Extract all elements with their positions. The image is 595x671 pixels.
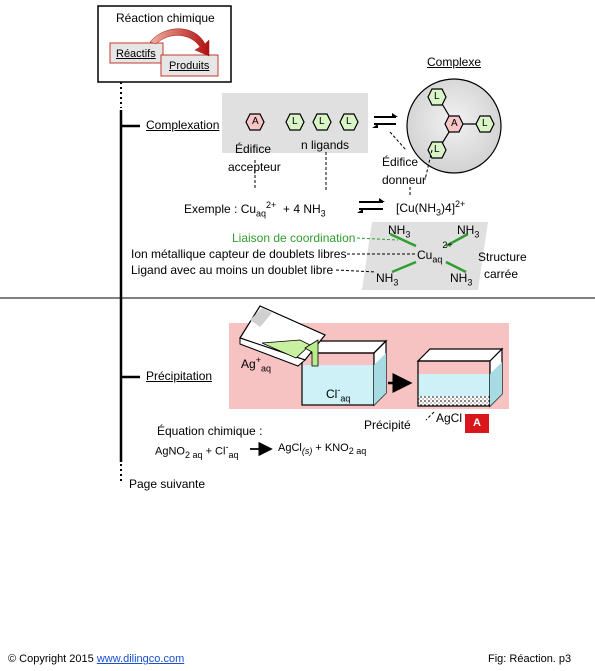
nh3-top-left: NH3 xyxy=(388,223,411,240)
ligand-letter: L xyxy=(434,144,440,155)
produits-link[interactable]: Produits xyxy=(169,60,210,72)
ligand-letter: L xyxy=(482,118,488,129)
equation-title: Équation chimique : xyxy=(157,424,263,438)
edifice-accepteur-line2: accepteur xyxy=(228,160,281,174)
header-title: Réaction chimique xyxy=(116,11,215,25)
beaker-icon xyxy=(416,347,504,408)
ion-metallique-label: Ion métallique capteur de doublets libre… xyxy=(131,247,347,261)
edifice-accepteur-line1: Édifice xyxy=(235,142,272,156)
structure-line1: Structure xyxy=(478,250,527,264)
ligand-letter: L xyxy=(319,116,325,127)
copyright-text: © Copyright 2015 www.dilingco.com xyxy=(8,653,185,665)
ligand-letter: L xyxy=(292,116,298,127)
agcl-label: AgCl xyxy=(436,411,463,425)
annotation-badge[interactable]: A xyxy=(465,414,489,433)
ligand-doublet-label: Ligand avec au moins un doublet libre xyxy=(131,263,334,277)
cu-center: Cuaq2+ xyxy=(417,240,453,265)
structure-line2: carrée xyxy=(484,267,519,281)
ligand-letter: L xyxy=(434,91,440,102)
complexation-label[interactable]: Complexation xyxy=(146,118,220,132)
example-equation: Exemple : Cuaq2+ + 4 NH3 xyxy=(184,200,326,219)
pouring-beaker-icon xyxy=(239,305,326,367)
ligand-hexagon-icon xyxy=(312,113,332,131)
example-product: [Cu(NH3)4]2+ xyxy=(396,199,466,218)
page-suivante-link[interactable]: Page suivante xyxy=(129,477,206,491)
ag-ion-label: Ag+aq xyxy=(241,355,271,374)
equation-reactants: AgNO2 aq + Cl-aq xyxy=(155,442,239,460)
figure-caption: Fig: Réaction. p3 xyxy=(488,653,572,665)
precipitation-label[interactable]: Précipitation xyxy=(146,369,213,383)
beaker-icon xyxy=(300,339,388,407)
nh3-top-right: NH3 xyxy=(457,223,480,240)
equilibrium-arrows-icon xyxy=(372,113,398,128)
ligand-hexagon-icon xyxy=(339,113,359,131)
reactifs-link[interactable]: Réactifs xyxy=(116,48,156,60)
ligand-hexagon-icon xyxy=(285,113,305,131)
acceptor-letter: A xyxy=(451,118,458,129)
edifice-donneur-line1: Édifice xyxy=(382,155,419,169)
equation-products: AgCl(s) + KNO2 aq xyxy=(278,442,367,457)
ligand-hexagon-icon xyxy=(427,88,447,106)
cl-ion-label: Cl-aq xyxy=(326,385,351,404)
nh3-bottom-left: NH3 xyxy=(376,271,399,288)
acceptor-letter: A xyxy=(252,116,259,127)
liaison-label: Liaison de coordination xyxy=(232,231,356,245)
website-link[interactable]: www.dilingco.com xyxy=(96,653,185,665)
equilibrium-arrows-icon xyxy=(357,198,385,213)
edifice-donneur-line2: donneur xyxy=(382,173,427,187)
ligand-hexagon-icon xyxy=(427,141,447,159)
complexe-label: Complexe xyxy=(427,55,482,69)
nh3-bottom-right: NH3 xyxy=(450,271,473,288)
acceptor-hexagon-icon xyxy=(245,113,265,131)
acceptor-hexagon-icon xyxy=(444,115,464,133)
produits-box xyxy=(160,54,219,77)
n-ligands-label: n ligands xyxy=(301,138,350,152)
ligand-letter: L xyxy=(346,116,352,127)
reactifs-box xyxy=(109,42,164,64)
ligand-hexagon-icon xyxy=(475,115,495,133)
precipite-label: Précipité xyxy=(364,418,411,432)
